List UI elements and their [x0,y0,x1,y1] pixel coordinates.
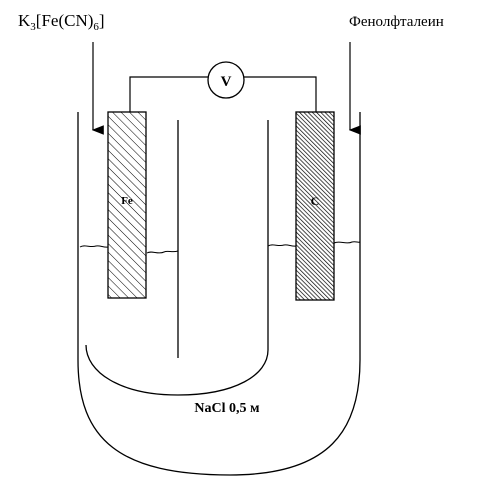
wire-right [244,76,317,112]
electrolyte-label: NaCl 0,5 м [194,401,260,416]
inner-u-tube-bottom [85,120,269,396]
liquid-level-left [79,245,109,248]
left-reagent-label: K3[Fe(CN)6] [18,11,105,33]
voltmeter-label: V [221,74,232,90]
wire-left [129,76,208,112]
fe-electrode [107,111,147,299]
c-electrode-label: C [311,194,320,208]
voltmeter-circle [207,61,245,99]
outer-vessel [77,112,361,476]
liquid-level-left-2 [146,250,179,254]
liquid-level-right-2 [333,241,361,244]
right-reagent-label: Фенолфталеин [349,14,444,30]
fe-electrode-label: Fe [121,195,133,207]
c-electrode [295,111,335,301]
liquid-level-right [267,244,297,247]
